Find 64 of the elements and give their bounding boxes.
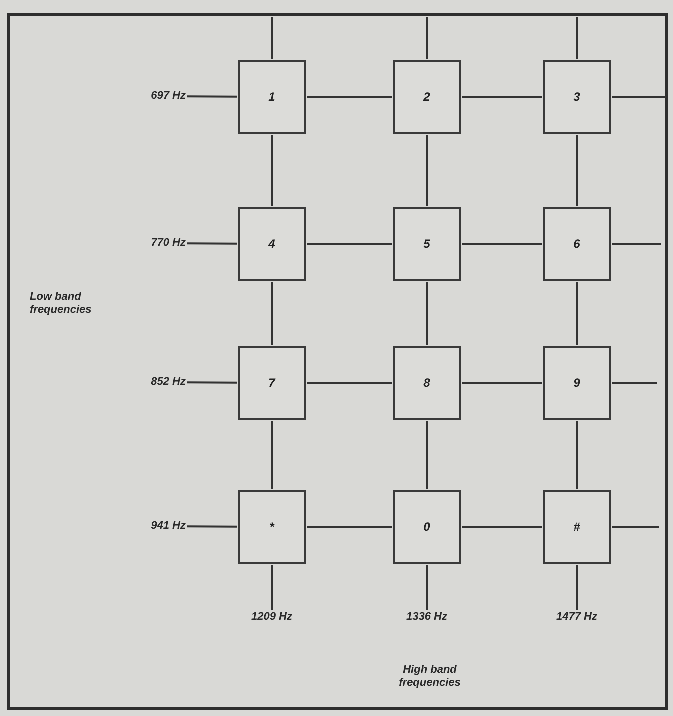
- signal-line: [462, 382, 542, 384]
- signal-line: [271, 421, 273, 489]
- key-box: [393, 346, 461, 420]
- key-box: [393, 60, 461, 134]
- frequency-label: 1209 Hz: [242, 611, 302, 624]
- signal-line: [187, 242, 237, 245]
- key-box: [543, 207, 611, 281]
- signal-line: [612, 382, 657, 384]
- key-box: [238, 490, 306, 564]
- frequency-label: 1477 Hz: [547, 611, 607, 624]
- signal-line: [612, 243, 661, 245]
- signal-line: [462, 526, 542, 528]
- key-label: #: [574, 520, 580, 534]
- signal-line: [576, 421, 578, 489]
- signal-line: [307, 96, 392, 98]
- axis-caption: High band frequencies: [398, 664, 462, 690]
- key-box: [543, 490, 611, 564]
- key-label: 5: [424, 237, 430, 251]
- signal-line: [426, 421, 428, 489]
- signal-line: [426, 17, 428, 59]
- key-label: 3: [574, 90, 580, 104]
- signal-line: [307, 526, 392, 528]
- key-label: *: [270, 520, 274, 534]
- key-label: 6: [574, 237, 580, 251]
- signal-line: [426, 135, 428, 206]
- signal-line: [271, 282, 273, 345]
- key-box: [238, 60, 306, 134]
- signal-line: [187, 526, 237, 528]
- signal-line: [612, 526, 659, 528]
- key-box: [393, 490, 461, 564]
- signal-line: [462, 243, 542, 245]
- signal-line: [271, 135, 273, 206]
- key-label: 0: [424, 520, 430, 534]
- signal-line: [271, 17, 273, 59]
- signal-line: [612, 96, 666, 98]
- signal-line: [426, 565, 428, 610]
- signal-line: [271, 565, 273, 610]
- frequency-label: 770 Hz: [112, 237, 186, 250]
- key-label: 8: [424, 376, 430, 390]
- signal-line: [187, 382, 237, 384]
- frequency-label: 941 Hz: [112, 520, 186, 533]
- signal-line: [426, 282, 428, 345]
- key-box: [238, 207, 306, 281]
- key-box: [393, 207, 461, 281]
- axis-caption: Low band frequencies: [30, 291, 93, 317]
- key-label: 1: [268, 90, 276, 104]
- key-box: [543, 60, 611, 134]
- frequency-label: 697 Hz: [112, 90, 186, 103]
- key-label: 9: [574, 376, 580, 390]
- signal-line: [462, 96, 542, 98]
- signal-line: [576, 135, 578, 206]
- signal-line: [307, 243, 392, 245]
- key-label: 2: [424, 90, 430, 104]
- frequency-label: 1336 Hz: [397, 611, 457, 624]
- signal-line: [187, 96, 237, 98]
- key-label: 7: [268, 376, 276, 390]
- signal-line: [576, 17, 578, 59]
- signal-line: [576, 282, 578, 345]
- signal-line: [576, 565, 578, 610]
- key-box: [543, 346, 611, 420]
- key-label: 4: [268, 237, 276, 251]
- key-box: [238, 346, 306, 420]
- signal-line: [307, 382, 392, 384]
- frequency-label: 852 Hz: [112, 376, 186, 389]
